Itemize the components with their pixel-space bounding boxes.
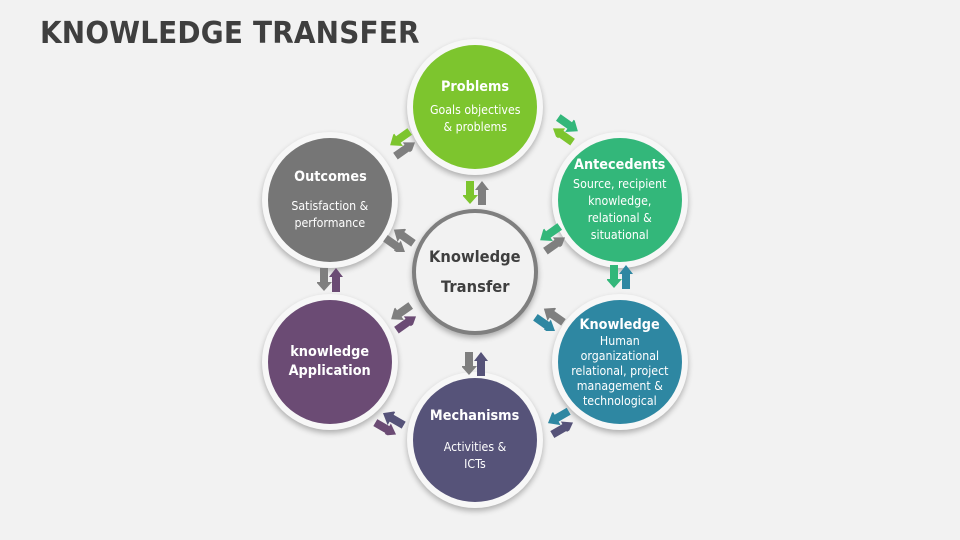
exchange-arrows-icon — [385, 300, 420, 335]
node-knowledge-application: knowledge Application — [262, 294, 398, 430]
node-mechanisms: Mechanisms Activities & ICTs — [407, 372, 543, 508]
node-heading: Mechanisms — [430, 408, 520, 424]
node-heading: Knowledge — [579, 316, 661, 333]
node-mechanisms-disc: Mechanisms Activities & ICTs — [413, 378, 537, 502]
node-outcomes-disc: Outcomes Satisfaction & performance — [268, 138, 392, 262]
exchange-arrows-icon — [382, 223, 417, 258]
exchange-arrows-icon — [463, 181, 489, 205]
node-heading: knowledge Application — [288, 344, 372, 379]
exchange-arrows-icon — [607, 265, 633, 289]
node-outcomes: Outcomes Satisfaction & performance — [262, 132, 398, 268]
exchange-arrows-icon — [532, 302, 567, 337]
exchange-arrows-icon — [534, 221, 569, 256]
exchange-arrows-icon — [462, 352, 488, 376]
node-heading: Antecedents — [574, 157, 666, 173]
node-problems-disc: Problems Goals objectives & problems — [413, 45, 537, 169]
node-antecedents: Antecedents Source, recipient knowledge,… — [552, 132, 688, 268]
node-heading: Problems — [440, 79, 510, 95]
node-antecedents-disc: Antecedents Source, recipient knowledge,… — [558, 138, 682, 262]
exchange-arrows-icon — [548, 112, 583, 147]
node-description: Source, recipient knowledge, relational … — [573, 177, 667, 242]
page-title: KNOWLEDGE TRANSFER — [40, 16, 420, 51]
node-problems: Problems Goals objectives & problems — [407, 39, 543, 175]
center-line-1: Knowledge — [429, 247, 521, 266]
node-description: Satisfaction & performance — [291, 199, 369, 230]
node-description: Goals objectives & problems — [429, 103, 521, 134]
node-knowledge-disc: Knowledge Human organizational relationa… — [558, 300, 682, 424]
exchange-arrows-icon — [317, 268, 343, 292]
exchange-arrows-icon — [373, 406, 408, 440]
node-heading: Outcomes — [293, 169, 367, 185]
exchange-arrows-icon — [543, 405, 578, 439]
node-knowledge: Knowledge Human organizational relationa… — [552, 294, 688, 430]
exchange-arrows-icon — [384, 126, 419, 161]
node-knowledge-application-disc: knowledge Application — [268, 300, 392, 424]
center-knowledge-transfer: Knowledge Transfer — [412, 209, 538, 335]
node-description: Activities & ICTs — [443, 440, 507, 471]
node-description: Human organizational relational, project… — [571, 333, 669, 408]
center-line-2: Transfer — [440, 277, 510, 296]
